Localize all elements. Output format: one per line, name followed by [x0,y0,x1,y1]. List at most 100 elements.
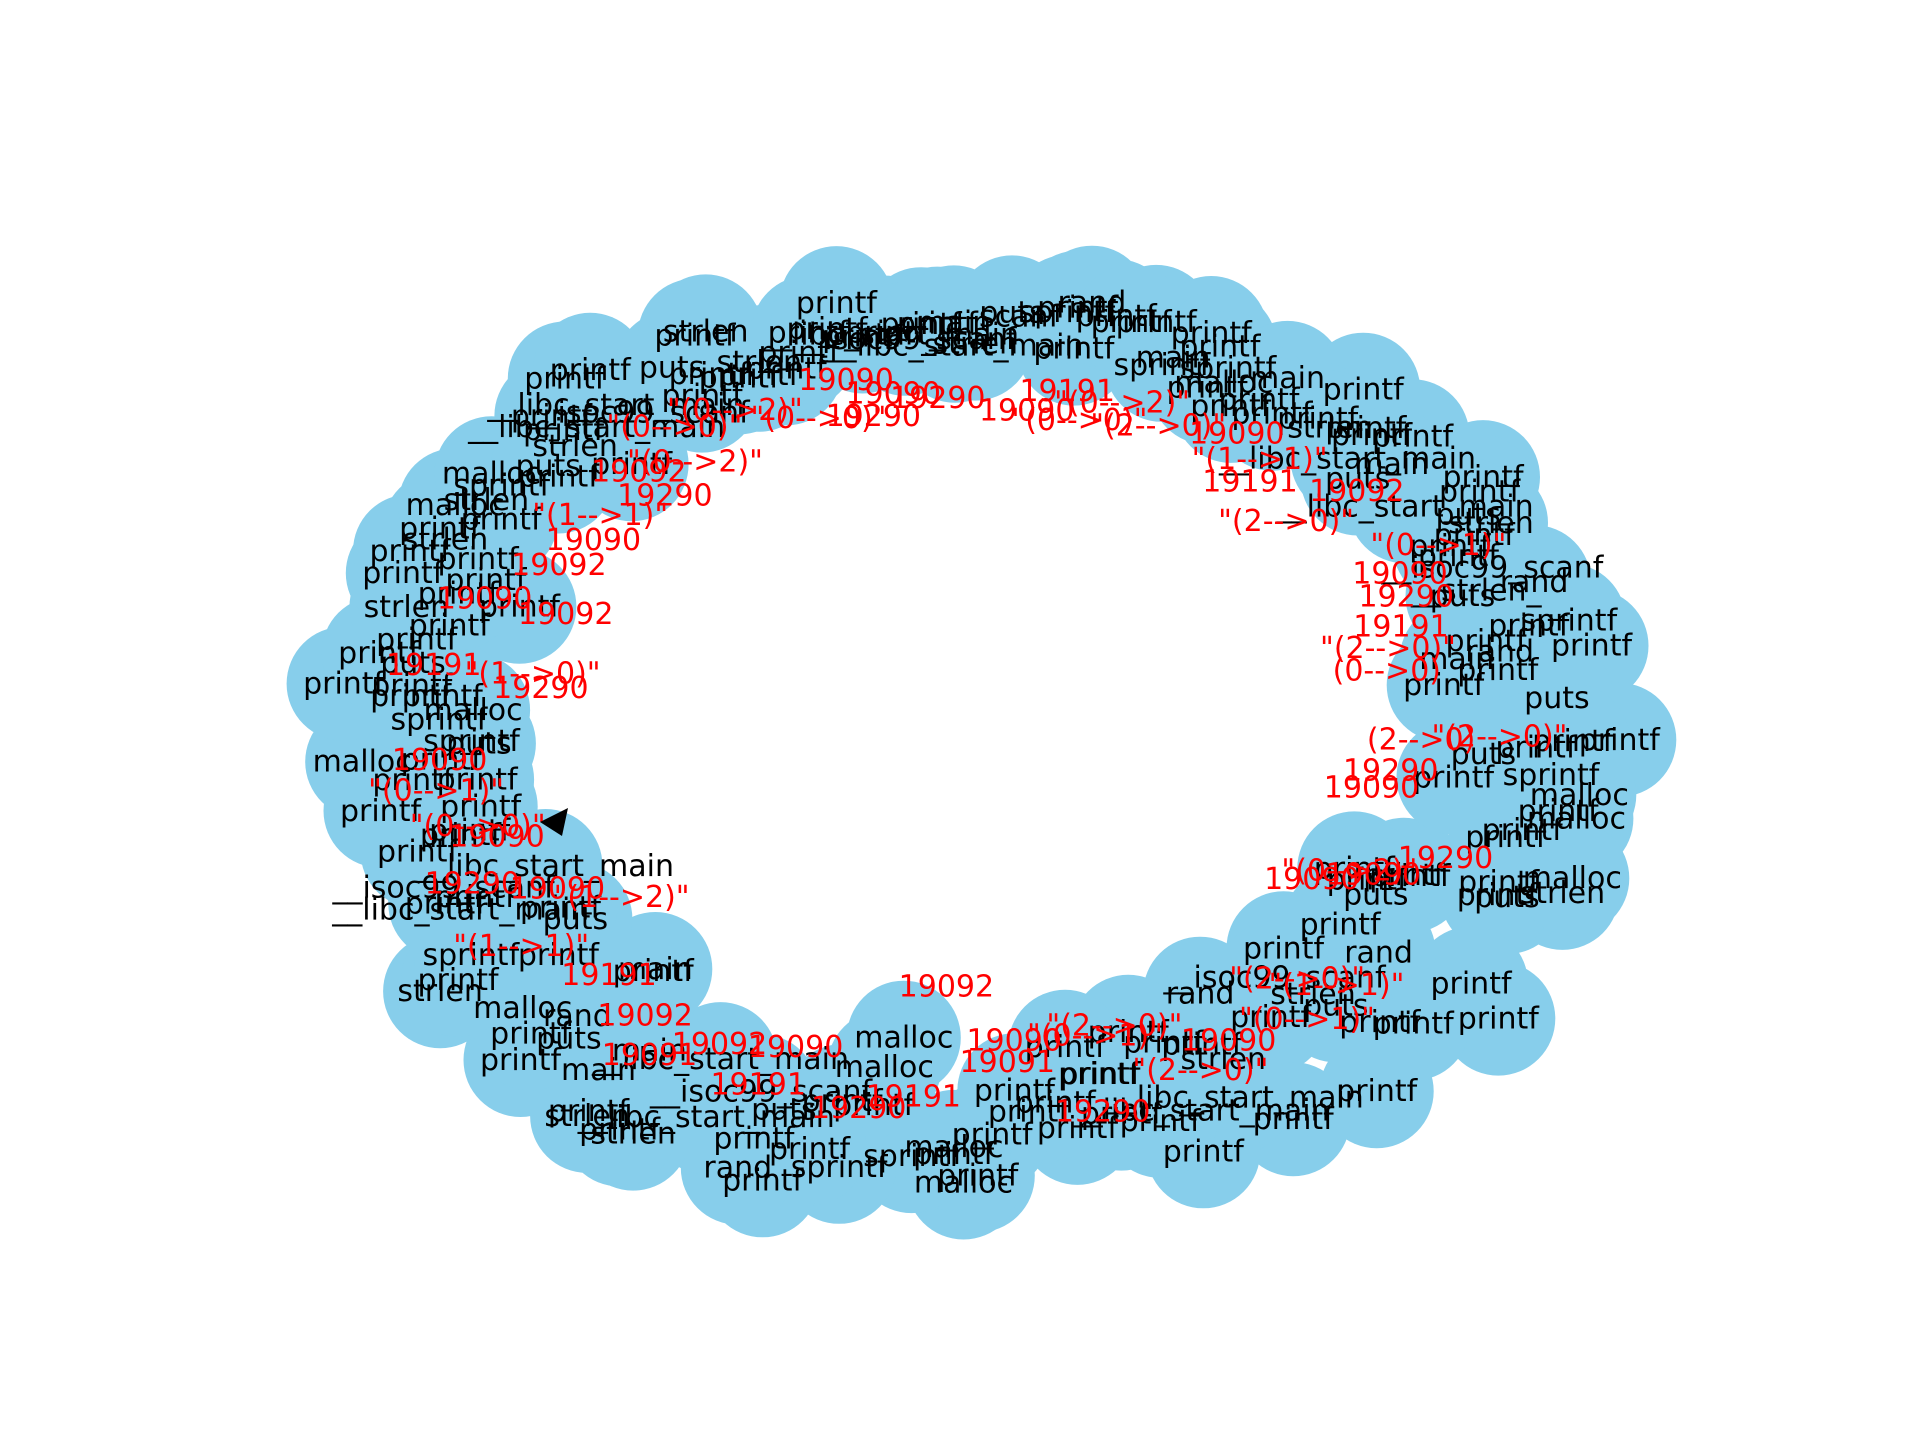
edge-label: 19290 [493,671,588,706]
node-label: printf [746,351,828,386]
node-label: printf [1015,1086,1097,1121]
node-label: printf [524,362,606,397]
node-label: printf [1088,1015,1170,1050]
node-label: __libc_start_main [591,1042,849,1077]
node-label: __isoc99_scanf [1380,551,1605,586]
node-label: printf [461,502,543,537]
node-label: main [1354,447,1429,482]
node-label: rand [1058,286,1127,321]
node-label: malloc [406,488,505,523]
edge-label: "(2-->0)" [1218,504,1354,539]
edge-label: "(1-->1)" [1192,442,1328,477]
node-label: printf [913,1137,995,1172]
edge-label: 19090 [1189,417,1284,452]
node-label: printf [1081,1097,1163,1132]
node-label: printf [405,887,487,922]
node-label: puts [1303,988,1368,1023]
edge-label: 19090 [510,872,605,907]
edge-label: 19092 [511,548,606,583]
node-label: printf [1171,316,1253,351]
node-label: __libc_start_main [1218,442,1476,477]
node-label: printf [1120,1104,1202,1139]
edge-label: "(0-->1)" [1239,1002,1375,1037]
node-label: __libc_start_main [577,1100,835,1135]
node-label: sprintf [1019,295,1117,330]
node-label: printf [1418,539,1500,574]
edge-label: (0-->0) [1333,653,1441,688]
node-label: __isoc99_scanf [527,395,752,430]
node-label: printf [1363,858,1445,893]
node-label: printf [399,512,481,547]
node-label: malloc [1174,366,1273,401]
node-label: printf [1231,397,1313,432]
edge-label: 19092 [597,999,692,1034]
node-label: printf [769,1132,851,1167]
edge-label: 19290 [1343,754,1438,789]
edge-label: 19090 [1324,771,1419,806]
edge-label: 19191 [866,1080,961,1115]
node-label: printf [550,353,632,388]
node-label: printf [1076,299,1158,334]
node-label: rand [1500,565,1569,600]
node-label: __libc_start_main [1106,1081,1364,1116]
node-label: printf [1551,629,1633,664]
edge-label: "(1-->1)" [532,498,668,533]
edge-label: "(0-->0)" [751,401,887,436]
node-label: printf [1161,1028,1243,1063]
edge-label: "(1-->1)" [1269,968,1405,1003]
node-label: strlen [1287,411,1373,446]
node-label: rand [1465,634,1534,669]
node-label: sprintf [453,469,551,504]
node-label: printf [480,1043,562,1078]
node-label: printf [1445,624,1527,659]
node-label: printf [1037,291,1119,326]
node-label: puts [639,351,704,386]
node-label: printf [722,1163,804,1198]
node-label: printf [1123,1025,1205,1060]
node-label: printf [1277,402,1359,437]
edge-label: 19290 [617,479,712,514]
edge-label: "(1-->2)" [554,880,690,915]
node-label: printf [1339,1005,1421,1040]
edge-label: "(2-->0)" [1320,631,1456,666]
node-label: printf [758,336,840,371]
node-label: printf [1457,653,1539,688]
edge-label: 19090 [1352,557,1447,592]
node-label: malloc [904,1130,1003,1165]
node-label: puts [1325,462,1390,497]
node-label: __libc_start_main [467,410,725,445]
edge-label: "(0-->0)" [410,809,546,844]
node-label: main [1419,642,1494,677]
edge-label: 19090 [1264,862,1359,897]
node-label: printf [377,834,459,869]
node-label: puts [1451,737,1516,772]
node-label: printf [1091,305,1173,340]
node-label: puts [543,902,608,937]
node-label: strlen [444,483,530,518]
node-label: strlen [1181,1042,1267,1077]
node-label: printf [974,1073,1056,1108]
edge-label: 19191 [561,958,656,993]
edge-label: 19090 [748,1030,843,1065]
node-label: printf [303,667,385,702]
graph-node [1515,821,1630,936]
node-label: printf [1059,1057,1141,1092]
node-label: strlen [544,1099,630,1134]
node-label: printf [713,1122,795,1157]
node-label: printf [1025,1030,1107,1065]
edge-label: 19290 [1358,580,1453,615]
node-label: malloc [914,1166,1013,1201]
node-label: sprintf [791,1150,889,1185]
node-label: strlen [364,590,450,625]
edge-label: 19090 [845,377,940,412]
edge-label: "(0-->1)" [1027,1018,1163,1053]
node-label: printf [1369,859,1451,894]
edge-label: 19090 [966,1024,1061,1059]
node-label: printf [1253,1102,1335,1137]
edge-label: "(2-->0)" [1229,962,1365,997]
node-label: puts [751,1092,816,1127]
edge-label: 19092 [672,1027,767,1062]
node-label: printf [669,357,751,392]
node-label: printf [1495,731,1577,766]
node-label: printf [1325,411,1407,446]
